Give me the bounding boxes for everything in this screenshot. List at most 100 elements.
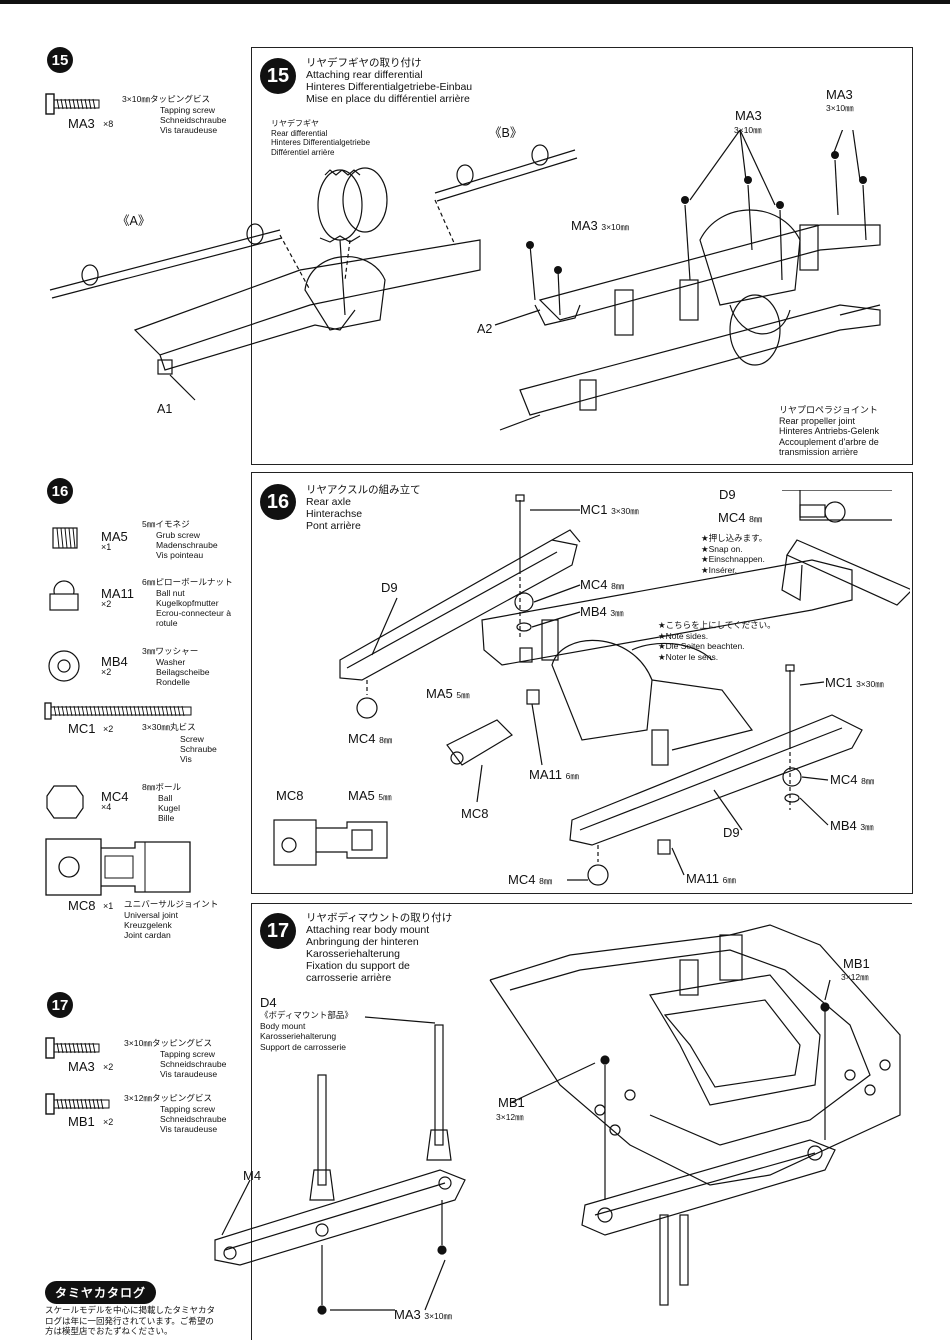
ma3-size: 3×10㎜ [601,222,630,232]
label-ma3-mid: MA3 [735,108,762,123]
label-b: 《B》 [489,126,523,140]
part-ma3-size: 3×10㎜タッピングビス [122,94,211,104]
note-line: ★Die Seiten beachten. [658,641,745,651]
title-de: Hinteres Differentialgetriebe-Einbau [306,81,473,93]
title-de: Anbringung der hinteren [306,936,419,948]
note-line: ★Note sides. [658,630,709,641]
part-mc1-size: 3×30㎜丸ビス [142,722,196,732]
part-mc4-size: 8㎜ボール [142,782,182,792]
title-fr-2: carrosserie arrière [306,972,392,984]
title-de-2: Karosseriehalterung [306,948,400,960]
label-d9-right: D9 [723,825,740,840]
label-mc4-inset: MC4 8㎜ [718,510,762,525]
tapping-screw-mb1-icon [45,1093,110,1115]
desc-line: Schneidschraube [160,1059,227,1069]
part-ma3-s17-size: 3×10㎜タッピングビス [124,1038,213,1048]
part-ma11-size: 6㎜ピローボールナット [142,577,233,587]
part-mc1-qty: ×2 [103,724,114,734]
label-ma5-mid: MA5 5㎜ [426,686,470,701]
step-17-badge: 17 [47,992,73,1018]
mc4-size: 8㎜ [749,514,763,524]
title-ja: リヤボディマウントの取り付け [306,912,453,924]
rear-diff-label: リヤデフギヤ Rear differential Hinteres Differ… [271,119,370,157]
desc-line: Ball [158,793,173,803]
step-15-badge: 15 [47,47,73,73]
catalog-text: スケールモデルを中心に掲載したタミヤカタ ログは年に一回発行されています。ご希望… [45,1305,215,1337]
part-ma11-desc: Ball nut Kugelkopfmutter Ecrou-connecteu… [156,588,231,628]
part-mb1-size: 3×12㎜タッピングビス [124,1093,213,1103]
top-rule [0,0,950,4]
catalog-tag: タミヤカタログ [45,1281,157,1304]
title-en: Attaching rear body mount [306,924,430,936]
ma11-size: 6㎜ [565,771,579,781]
note-line: ★Insérer. [701,564,737,575]
mb4-code: MB4 [580,604,607,619]
desc-line: Rondelle [156,677,190,687]
part-mb4-desc: Washer Beilagscheibe Rondelle [156,657,210,687]
part-ma3-s17-code: MA3 [68,1059,95,1074]
part-mc8-qty: ×1 [103,901,114,911]
part-mc8-size: ユニバーサルジョイント [124,899,219,909]
catalog-line: ログは年に一回発行されています。ご希望の [45,1315,214,1326]
desc-line: Kreuzgelenk [124,920,172,930]
ma3-code: MA3 [571,218,598,233]
tapping-screw-ma3-icon [45,93,100,115]
note-line: ★Einschnappen. [701,554,765,564]
note-line: ★Snap on. [701,543,743,554]
step-17-panel [251,903,912,1340]
title-de: Hinterachse [306,508,363,520]
label-ma11-bottom: MA11 6㎜ [686,871,736,886]
step-15-title: リヤデフギヤの取り付け Attaching rear differential … [306,57,472,105]
label-ma5-inset: MA5 5㎜ [348,788,392,803]
step-15-panel [251,47,913,465]
label-mb4-right: MB4 3㎜ [830,818,874,833]
ma5-size: 5㎜ [378,792,392,802]
desc-line: Kugelkopfmutter [156,598,219,608]
mc4-code: MC4 [718,510,746,525]
note-line: ★Noter le sens. [658,651,719,662]
part-ma3-code: MA3 [68,116,95,131]
label-mb1-left-size: 3×12㎜ [496,1112,524,1122]
label-mc4-top: MC4 8㎜ [580,577,624,592]
mc1-size: 3×30㎜ [856,679,884,689]
part-ma11-qty: ×2 [101,599,112,609]
label-line: Rear differential [271,128,328,138]
desc-line: Schneidschraube [160,115,227,125]
label-a1: A1 [157,402,173,416]
note-line: ★押し込みます。 [701,533,768,543]
mb4-size: 3㎜ [860,822,874,832]
part-ma3-s17-qty: ×2 [103,1062,114,1072]
part-ma5-desc: Grub screw Madenschraube Vis pointeau [156,530,218,560]
desc-line: Tapping screw [160,1104,215,1114]
desc-line: Body mount [260,1020,306,1031]
tapping-screw-ma3-step17-icon [45,1037,100,1059]
part-mb4-code: MB4 [101,654,128,669]
label-mc1-right: MC1 3×30㎜ [825,675,884,690]
step-16-title: リヤアクスルの組み立て Rear axle Hinterachse Pont a… [306,484,421,532]
label-line: transmission arrière [779,447,859,457]
label-a2: A2 [477,322,493,336]
label-ma3-mid-size: 3×10㎜ [734,125,762,135]
catalog-line: スケールモデルを中心に掲載したタミヤカタ [45,1305,216,1315]
mc1-code: MC1 [580,502,608,517]
label-ma11-mid: MA11 6㎜ [529,767,579,782]
desc-line: Vis pointeau [156,550,204,560]
label-d9-left: D9 [381,580,398,595]
label-m4: M4 [243,1168,262,1183]
note-line: ★こちらを上にしてください。 [658,620,776,630]
title-en: Rear axle [306,496,351,508]
ma5-code: MA5 [426,686,453,701]
part-mc1-code: MC1 [68,721,96,736]
label-mc4-bottom: MC4 8㎜ [508,872,552,887]
part-ma3-qty: ×8 [103,119,114,129]
desc-line: Vis [180,754,192,764]
label-line: リヤデフギヤ [271,119,319,128]
desc-line: Joint cardan [124,930,171,940]
desc-line: Kugel [158,803,180,813]
desc-line: Tapping screw [160,1049,215,1059]
mc1-size: 3×30㎜ [611,506,639,516]
part-ma3-s17-desc: Tapping screw Schneidschraube Vis taraud… [160,1049,226,1079]
part-mc4-desc: Ball Kugel Bille [158,793,180,823]
title-ja: リヤアクスルの組み立て [306,484,421,496]
ma11-code: MA11 [686,871,719,886]
